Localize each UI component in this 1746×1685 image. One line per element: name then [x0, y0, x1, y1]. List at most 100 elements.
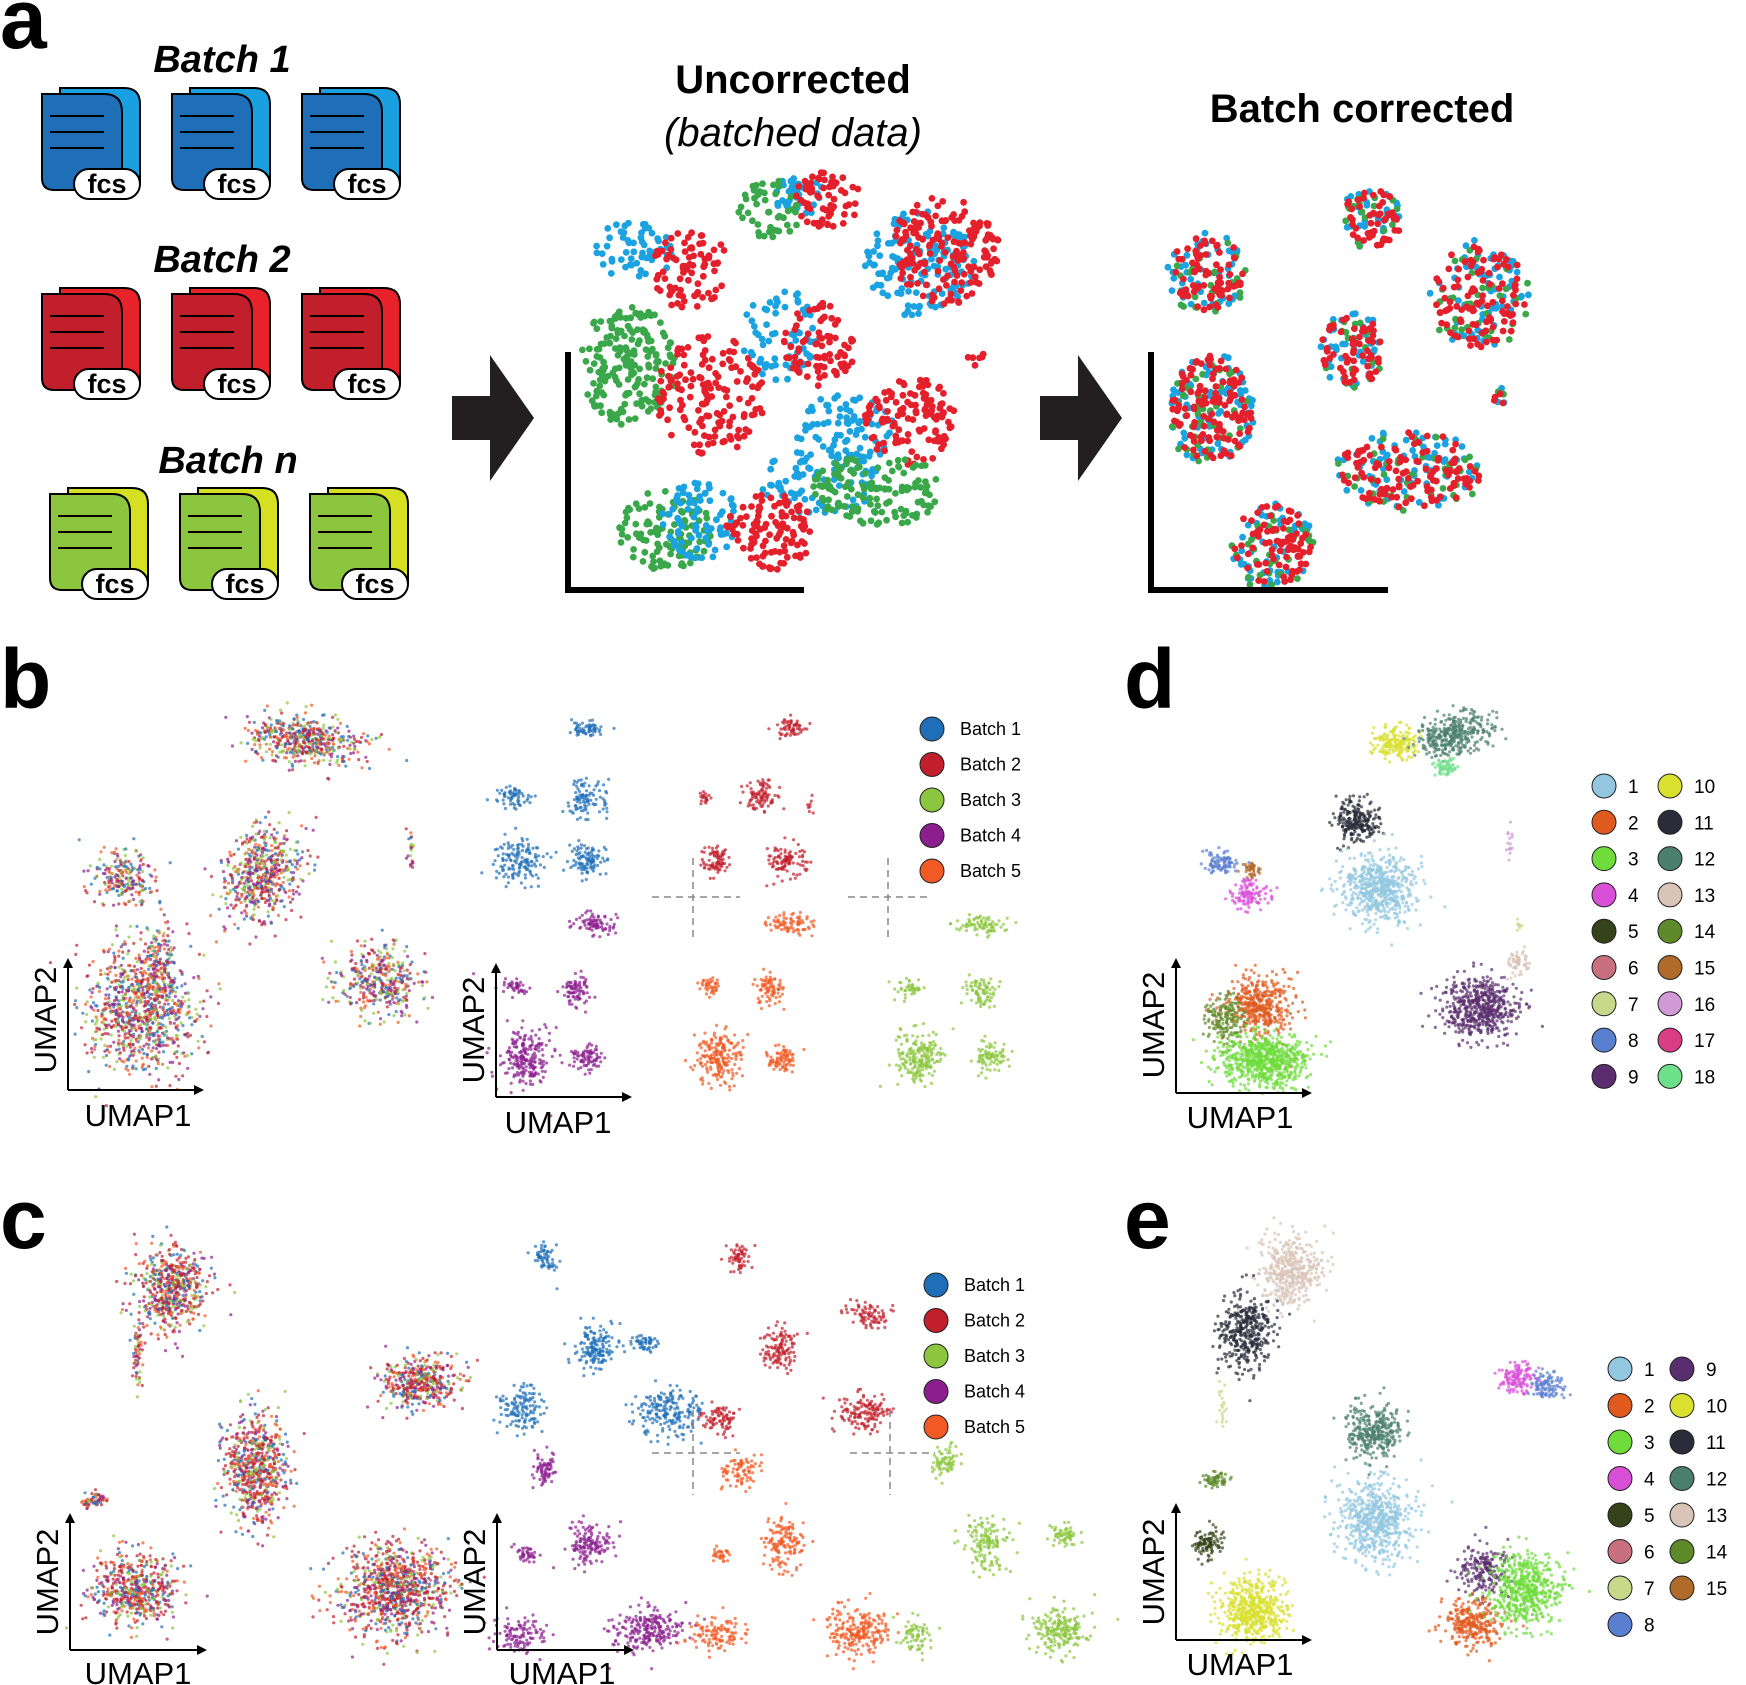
cell-point: [248, 858, 252, 862]
data-point: [717, 241, 725, 249]
cell-point: [355, 939, 360, 943]
data-point: [1486, 280, 1494, 288]
data-point: [839, 174, 847, 182]
cell-point: [405, 974, 409, 978]
cell-point: [348, 995, 352, 1000]
data-point: [915, 477, 922, 484]
data-point: [1454, 283, 1462, 290]
data-point: [761, 549, 769, 557]
cell-point: [331, 738, 335, 742]
cell-point: [327, 738, 331, 742]
cell-point: [186, 1066, 190, 1070]
data-point: [901, 456, 909, 464]
data-point: [1421, 502, 1428, 510]
data-point: [903, 281, 911, 288]
cell-point: [322, 758, 326, 762]
data-point: [617, 539, 625, 546]
data-point: [898, 487, 906, 495]
cell-point: [150, 1049, 154, 1053]
panel-letter-b: b: [0, 632, 51, 726]
data-point: [681, 239, 688, 247]
cell-point: [269, 887, 274, 891]
cell-point: [384, 986, 388, 991]
cell-point: [270, 849, 274, 853]
data-point: [678, 303, 686, 311]
cell-point: [272, 869, 276, 873]
data-point: [782, 477, 790, 485]
data-point: [913, 453, 921, 461]
cell-point: [385, 967, 389, 972]
data-point: [1434, 456, 1442, 464]
data-point: [806, 465, 814, 472]
data-point: [988, 271, 995, 278]
data-point: [698, 415, 705, 423]
data-point: [854, 464, 861, 472]
data-point: [696, 493, 703, 500]
data-point: [1466, 463, 1474, 470]
cell-point: [403, 987, 407, 991]
cell-point: [385, 1005, 389, 1009]
data-point: [1465, 335, 1473, 343]
cell-point: [272, 735, 276, 739]
data-point: [867, 500, 874, 508]
data-point: [751, 194, 758, 202]
data-point: [641, 548, 649, 556]
data-point: [739, 214, 746, 222]
cell-point: [349, 751, 353, 756]
cell-point: [249, 836, 253, 840]
data-point: [883, 516, 890, 524]
cell-point: [161, 1062, 165, 1066]
data-point: [644, 490, 652, 497]
data-point: [740, 347, 748, 355]
data-point: [1385, 236, 1393, 244]
data-point: [629, 553, 637, 561]
data-point: [657, 367, 665, 375]
data-point: [834, 353, 842, 361]
data-point: [855, 419, 863, 427]
cell-point: [367, 988, 371, 992]
cell-point: [98, 857, 102, 862]
cell-point: [303, 728, 307, 733]
cell-point: [335, 761, 339, 765]
cell-point: [141, 870, 145, 874]
data-point: [746, 361, 754, 368]
cell-point: [322, 723, 326, 727]
cell-point: [321, 713, 325, 717]
data-point: [1200, 306, 1208, 314]
data-point: [795, 183, 803, 190]
data-point: [695, 448, 702, 456]
data-point: [1260, 578, 1268, 585]
cell-point: [112, 1067, 116, 1071]
data-point: [1470, 307, 1477, 314]
cell-point: [75, 986, 79, 990]
data-point: [1371, 346, 1378, 354]
fcs-label: fcs: [225, 569, 264, 599]
data-point: [1217, 266, 1224, 274]
data-point: [943, 282, 950, 289]
data-point: [836, 405, 844, 413]
cell-point: [134, 882, 138, 887]
data-point: [678, 386, 685, 394]
cell-point: [273, 846, 277, 850]
cell-point: [313, 754, 317, 758]
data-point: [1176, 289, 1184, 297]
data-point: [935, 285, 943, 293]
cell-point: [336, 717, 340, 721]
data-point: [1479, 284, 1486, 292]
data-point: [1178, 385, 1186, 393]
data-point: [974, 223, 981, 231]
data-point: [1426, 473, 1434, 480]
cell-point: [194, 1007, 198, 1011]
cell-point: [280, 711, 284, 715]
data-point: [1441, 440, 1449, 448]
data-point: [1441, 294, 1449, 302]
data-point: [836, 464, 844, 472]
data-point: [666, 383, 673, 390]
data-point: [698, 361, 706, 368]
data-point: [659, 329, 667, 337]
data-point: [706, 497, 714, 505]
cell-point: [107, 881, 111, 885]
data-point: [803, 373, 811, 380]
data-point: [1216, 420, 1223, 428]
cell-point: [400, 980, 404, 984]
